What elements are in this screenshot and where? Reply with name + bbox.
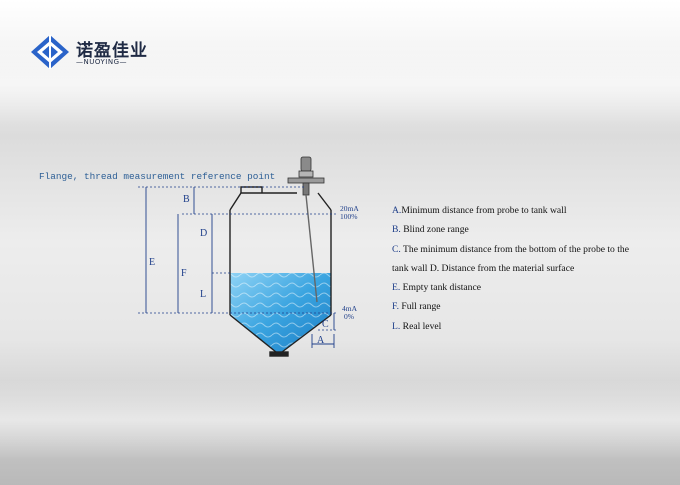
svg-text:E: E (149, 257, 155, 268)
brand-name-en: —NUOYING— (76, 58, 127, 66)
svg-text:D: D (200, 228, 207, 239)
logo-diamond-icon (31, 35, 69, 69)
svg-text:A: A (317, 335, 325, 346)
reference-point-caption: Flange, thread measurement reference poi… (39, 171, 276, 182)
svg-text:100%: 100% (340, 212, 358, 221)
legend-item-c: C. The minimum distance from the bottom … (392, 243, 629, 255)
reference-lines (138, 186, 338, 331)
radar-level-probe (287, 156, 325, 303)
dimension-label-f: F (181, 268, 187, 279)
tank-liquid (230, 273, 331, 352)
tank-outline (229, 186, 332, 357)
legend-item-b: B. Blind zone range (392, 224, 469, 236)
background-band (0, 380, 680, 460)
dimension-legend: A.Minimum distance from probe to tank wa… (392, 201, 662, 336)
dimension-label-e: E (149, 257, 155, 268)
signal-top-label: 20mA 100% (340, 204, 359, 221)
legend-item-c-cont: tank wall D. Distance from the material … (392, 262, 575, 274)
svg-text:C: C (322, 319, 329, 330)
dimension-label-b: B (183, 194, 190, 205)
svg-text:20mA: 20mA (340, 204, 359, 213)
svg-text:4mA: 4mA (342, 304, 358, 313)
background-band (0, 44, 680, 124)
svg-text:B: B (183, 194, 190, 205)
dimension-lines (145, 187, 335, 348)
svg-text:F: F (181, 268, 187, 279)
dimension-label-d: D (200, 228, 207, 239)
signal-bottom-label: 4mA 0% (342, 304, 358, 321)
legend-item-a: A.Minimum distance from probe to tank wa… (392, 205, 567, 216)
svg-text:0%: 0% (344, 312, 354, 321)
dimension-label-l: L (200, 289, 206, 300)
legend-item-l: L. Real level (392, 320, 442, 332)
dimension-label-a: A (317, 335, 325, 346)
dimension-label-c: C (322, 319, 329, 330)
svg-text:L: L (200, 289, 206, 300)
brand-logo: 诺盈佳业 —NUOYING— (30, 34, 170, 70)
legend-item-e: E. Empty tank distance (392, 282, 481, 294)
legend-item-f: F. Full range (392, 301, 441, 313)
brand-name-cn: 诺盈佳业 (76, 41, 148, 61)
